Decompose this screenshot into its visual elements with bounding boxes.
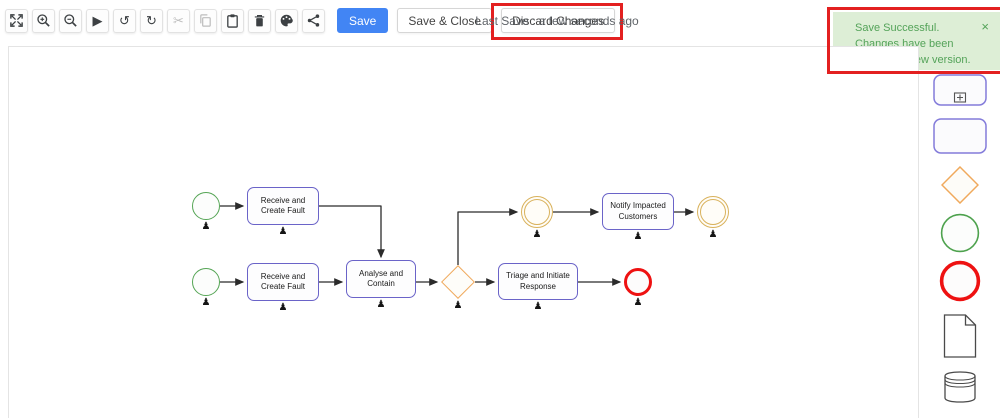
assignee-marker-icon: ♟: [278, 302, 288, 313]
task-node-task-5[interactable]: Notify Impacted Customers: [602, 193, 674, 230]
intermediate-inner-ring: [700, 199, 726, 225]
fit-screen-icon: [9, 13, 24, 28]
palette-item-subprocess[interactable]: [933, 74, 987, 106]
assignee-marker-icon: ♟: [201, 221, 211, 232]
zoom-out-icon: [63, 13, 78, 28]
start-node-start-2[interactable]: [192, 268, 220, 296]
intermediate-node-inter-1[interactable]: [521, 196, 553, 228]
edge-layer: [220, 202, 695, 286]
task-node-task-4[interactable]: Triage and Initiate Response: [498, 263, 578, 300]
palette-icon: [279, 13, 294, 28]
theme-button[interactable]: [275, 8, 298, 33]
palette-item-end-event[interactable]: [939, 260, 981, 302]
intermediate-node-inter-2[interactable]: [697, 196, 729, 228]
palette-item-datastore[interactable]: [943, 370, 977, 404]
gateway-diamond: [441, 265, 475, 299]
last-save-status: Last Save : a few seconds ago: [475, 14, 639, 28]
delete-button[interactable]: [248, 8, 271, 33]
assignee-marker-icon: ♟: [533, 301, 543, 312]
palette-item-document[interactable]: [943, 314, 977, 358]
assignee-marker-icon: ♟: [633, 297, 643, 308]
cut-button[interactable]: ✂: [167, 8, 190, 33]
gateway-node-gateway-1[interactable]: [441, 265, 475, 299]
paste-button[interactable]: [221, 8, 244, 33]
zoom-in-button[interactable]: [32, 8, 55, 33]
share-button[interactable]: [302, 8, 325, 33]
sequence-flow-gateway-1-to-inter-1[interactable]: [457, 208, 519, 265]
start-node-start-1[interactable]: [192, 192, 220, 220]
trash-icon: [252, 13, 267, 28]
undo-icon: ↺: [119, 13, 130, 28]
scissors-icon: ✂: [173, 13, 184, 28]
redo-button[interactable]: ↻: [140, 8, 163, 33]
intermediate-inner-ring: [524, 199, 550, 225]
task-node-task-1[interactable]: Receive and Create Fault: [247, 187, 319, 225]
copy-button[interactable]: [194, 8, 217, 33]
discard-changes-button[interactable]: Discard Changes: [501, 8, 616, 33]
paste-icon: [225, 13, 240, 28]
task-node-task-2[interactable]: Receive and Create Fault: [247, 263, 319, 301]
palette-item-start-event[interactable]: [940, 213, 980, 253]
assignee-marker-icon: ♟: [532, 229, 542, 240]
assignee-marker-icon: ♟: [201, 297, 211, 308]
fit-screen-button[interactable]: [5, 8, 28, 33]
palette-item-gateway[interactable]: [941, 166, 979, 204]
assignee-marker-icon: ♟: [633, 231, 643, 242]
save-button[interactable]: Save: [337, 8, 389, 33]
play-icon: ▶: [92, 13, 103, 28]
zoom-out-button[interactable]: [59, 8, 82, 33]
assignee-marker-icon: ♟: [453, 300, 463, 311]
shape-palette: [928, 0, 992, 418]
sequence-flow-task-1-to-task-3[interactable]: [319, 205, 385, 259]
undo-button[interactable]: ↺: [113, 8, 136, 33]
task-node-task-3[interactable]: Analyse and Contain: [346, 260, 416, 298]
close-icon[interactable]: ×: [981, 19, 989, 34]
share-icon: [306, 13, 321, 28]
redo-icon: ↻: [146, 13, 157, 28]
assignee-marker-icon: ♟: [708, 229, 718, 240]
copy-icon: [198, 13, 213, 28]
palette-item-task[interactable]: [933, 118, 987, 154]
play-button[interactable]: ▶: [86, 8, 109, 33]
diagram-canvas[interactable]: ♟Receive and Create Fault♟♟Receive and C…: [8, 46, 919, 418]
last-save-highlight: Last Save : a few seconds ago: [475, 3, 639, 40]
toolbar: ▶ ↺ ↻ ✂ Save Save & Close Discard Changes: [5, 8, 616, 33]
zoom-in-icon: [36, 13, 51, 28]
assignee-marker-icon: ♟: [278, 226, 288, 237]
assignee-marker-icon: ♟: [376, 299, 386, 310]
save-and-close-button[interactable]: Save & Close: [397, 8, 493, 33]
end-node-end-1[interactable]: [624, 268, 652, 296]
